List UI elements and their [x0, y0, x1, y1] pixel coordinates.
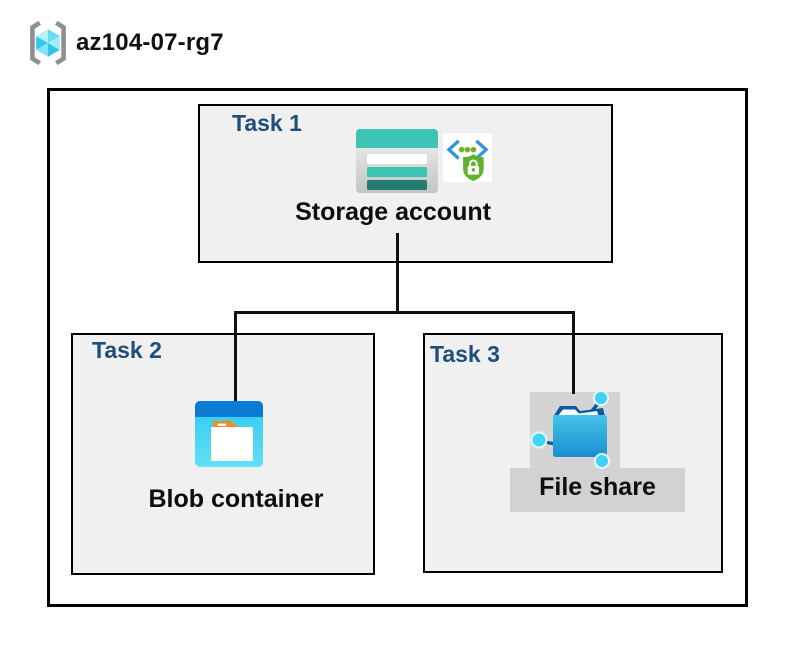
connector-storage-stem	[396, 233, 399, 313]
connector-split-bar	[234, 311, 575, 314]
file-share-icon	[530, 390, 610, 469]
file-share-label: File share	[539, 473, 656, 501]
resource-group-title: az104-07-rg7	[76, 29, 224, 56]
sas-security-icon	[443, 133, 492, 182]
blob-container-icon	[195, 401, 263, 467]
connector-to-blob	[234, 311, 237, 401]
connector-to-fileshare	[572, 311, 575, 394]
fileshare-label-backdrop	[510, 468, 685, 512]
task1-label: Task 1	[232, 110, 302, 136]
task3-label: Task 3	[430, 341, 500, 367]
storage-account-label: Storage account	[295, 198, 491, 226]
blob-container-label: Blob container	[148, 485, 324, 513]
task2-label: Task 2	[92, 337, 162, 363]
resource-group-icon	[30, 20, 66, 66]
storage-account-icon	[356, 129, 438, 193]
